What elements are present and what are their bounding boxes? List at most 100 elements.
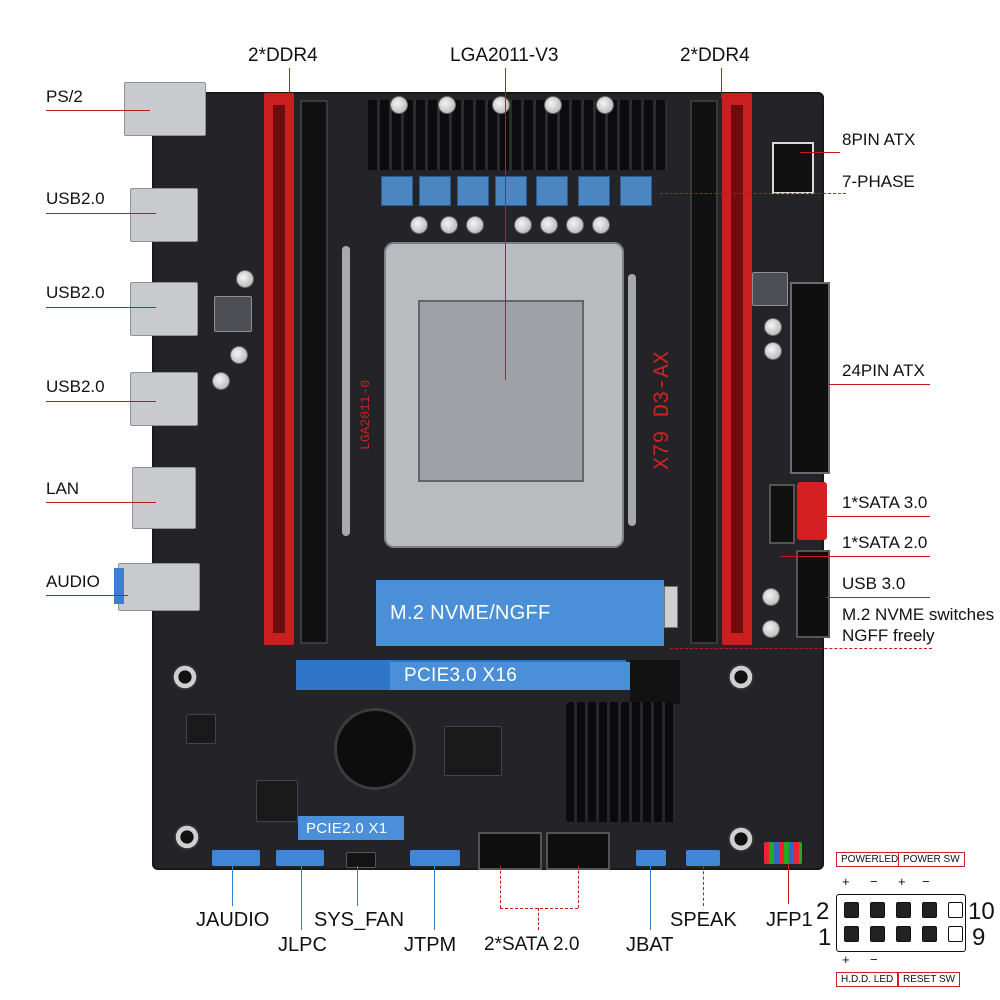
jaudio-header (212, 850, 260, 866)
label-m2-switch-line1: M.2 NVME switches (842, 605, 995, 624)
mounting-hole (172, 664, 198, 690)
atx-24pin-connector (790, 282, 830, 474)
leader-ddr4-right (721, 68, 722, 98)
tag-hdd-led: H.D.D. LED (836, 972, 899, 987)
chip (186, 714, 216, 744)
mounting-hole (728, 664, 754, 690)
vrm-choke-1 (381, 176, 413, 206)
label-jlpc: JLPC (278, 934, 327, 956)
leader-jlpc (301, 866, 302, 930)
label-sysfan: SYS_FAN (314, 909, 405, 931)
capacitor (540, 216, 558, 234)
leader-usb30 (826, 597, 930, 598)
vrm-choke-7 (620, 176, 652, 206)
capacitor (764, 318, 782, 336)
cpu-socket-lever-right (628, 274, 636, 526)
leader-jfp1 (788, 864, 789, 904)
pin-6 (896, 902, 911, 918)
label-m2-switch-line2: NGFF freely (842, 626, 935, 645)
leader-usb-1 (46, 213, 156, 214)
vrm-choke-4 (495, 176, 527, 206)
chip (444, 726, 502, 776)
pin-8 (922, 902, 937, 918)
leader-usb-2 (46, 307, 156, 308)
pin-10 (948, 902, 963, 918)
capacitor (236, 270, 254, 288)
pcie-x1-band: PCIE2.0 X1 (298, 816, 404, 840)
tag-power-sw: POWER SW (898, 852, 965, 867)
pin-1 (844, 926, 859, 942)
leader-ddr4-left (289, 68, 290, 98)
vrm-heatsink (368, 100, 668, 170)
label-8pin-atx: 8PIN ATX (842, 130, 916, 149)
leader-jbat (650, 866, 651, 930)
plus-top-2: + (898, 874, 906, 889)
capacitor (492, 96, 510, 114)
label-sata2: 1*SATA 2.0 (842, 533, 928, 552)
capacitor (762, 588, 780, 606)
dimm-slot-right-red-inner (731, 105, 743, 633)
sata3-connector (797, 482, 827, 540)
capacitor (764, 342, 782, 360)
atx-8pin-connector (772, 142, 814, 194)
mounting-hole (728, 826, 754, 852)
leader-24pin-atx (828, 384, 930, 385)
label-cpu-socket: LGA2011-V3 (450, 45, 559, 66)
usb-port-1 (130, 188, 198, 242)
label-jfp1: JFP1 (766, 909, 813, 931)
label-jtpm: JTPM (404, 934, 457, 956)
leader-usb-3 (46, 401, 156, 402)
lan-port (132, 467, 196, 529)
plus-top-1: + (842, 874, 850, 889)
vrm-choke-6 (578, 176, 610, 206)
capacitor (566, 216, 584, 234)
label-audio: AUDIO (46, 572, 100, 591)
pin-block-outline (836, 894, 966, 952)
cpu-socket-lever (342, 246, 350, 536)
leader-audio (46, 595, 128, 596)
sata-bottom-2 (546, 832, 610, 870)
pin-number-1: 1 (818, 924, 832, 951)
pin-9 (948, 926, 963, 942)
leader-sata-bottom-left (500, 866, 501, 908)
audio-jack-blue (114, 568, 124, 604)
jlpc-header (276, 850, 324, 866)
label-ps2: PS/2 (46, 87, 83, 106)
usb-port-2 (130, 282, 198, 336)
chip (256, 780, 298, 822)
capacitor (592, 216, 610, 234)
ps2-port (124, 82, 206, 136)
pcie-x1-label: PCIE2.0 X1 (306, 819, 388, 837)
leader-m2-switch (670, 648, 932, 649)
label-usb-3: USB2.0 (46, 377, 105, 396)
dimm-slot-left-black (300, 100, 328, 644)
sata2-connector (769, 484, 795, 544)
capacitor (762, 620, 780, 638)
label-jbat: JBAT (626, 934, 674, 956)
mounting-hole (174, 824, 200, 850)
capacitor (514, 216, 532, 234)
leader-cpu-socket (505, 68, 506, 380)
label-7phase: 7-PHASE (842, 172, 915, 191)
audio-port (118, 563, 200, 611)
cpu-socket-inner (418, 300, 584, 482)
capacitor (438, 96, 456, 114)
capacitor (410, 216, 428, 234)
pcie-x16-label: PCIE3.0 X16 (404, 665, 518, 686)
capacitor (230, 346, 248, 364)
pin-4 (870, 902, 885, 918)
pin-number-9: 9 (972, 924, 986, 951)
pin-number-2: 2 (816, 898, 830, 925)
sata-bottom-1 (478, 832, 542, 870)
leader-sysfan (357, 866, 358, 906)
jbat-header (636, 850, 666, 866)
leader-speak (703, 866, 704, 906)
usb3-header (796, 550, 830, 638)
leader-jtpm (434, 866, 435, 930)
dimm-slot-right-black (690, 100, 718, 644)
jtpm-header (410, 850, 460, 866)
capacitor (596, 96, 614, 114)
leader-jaudio (232, 866, 233, 906)
small-chip (214, 296, 252, 332)
sysfan-header (346, 852, 376, 868)
